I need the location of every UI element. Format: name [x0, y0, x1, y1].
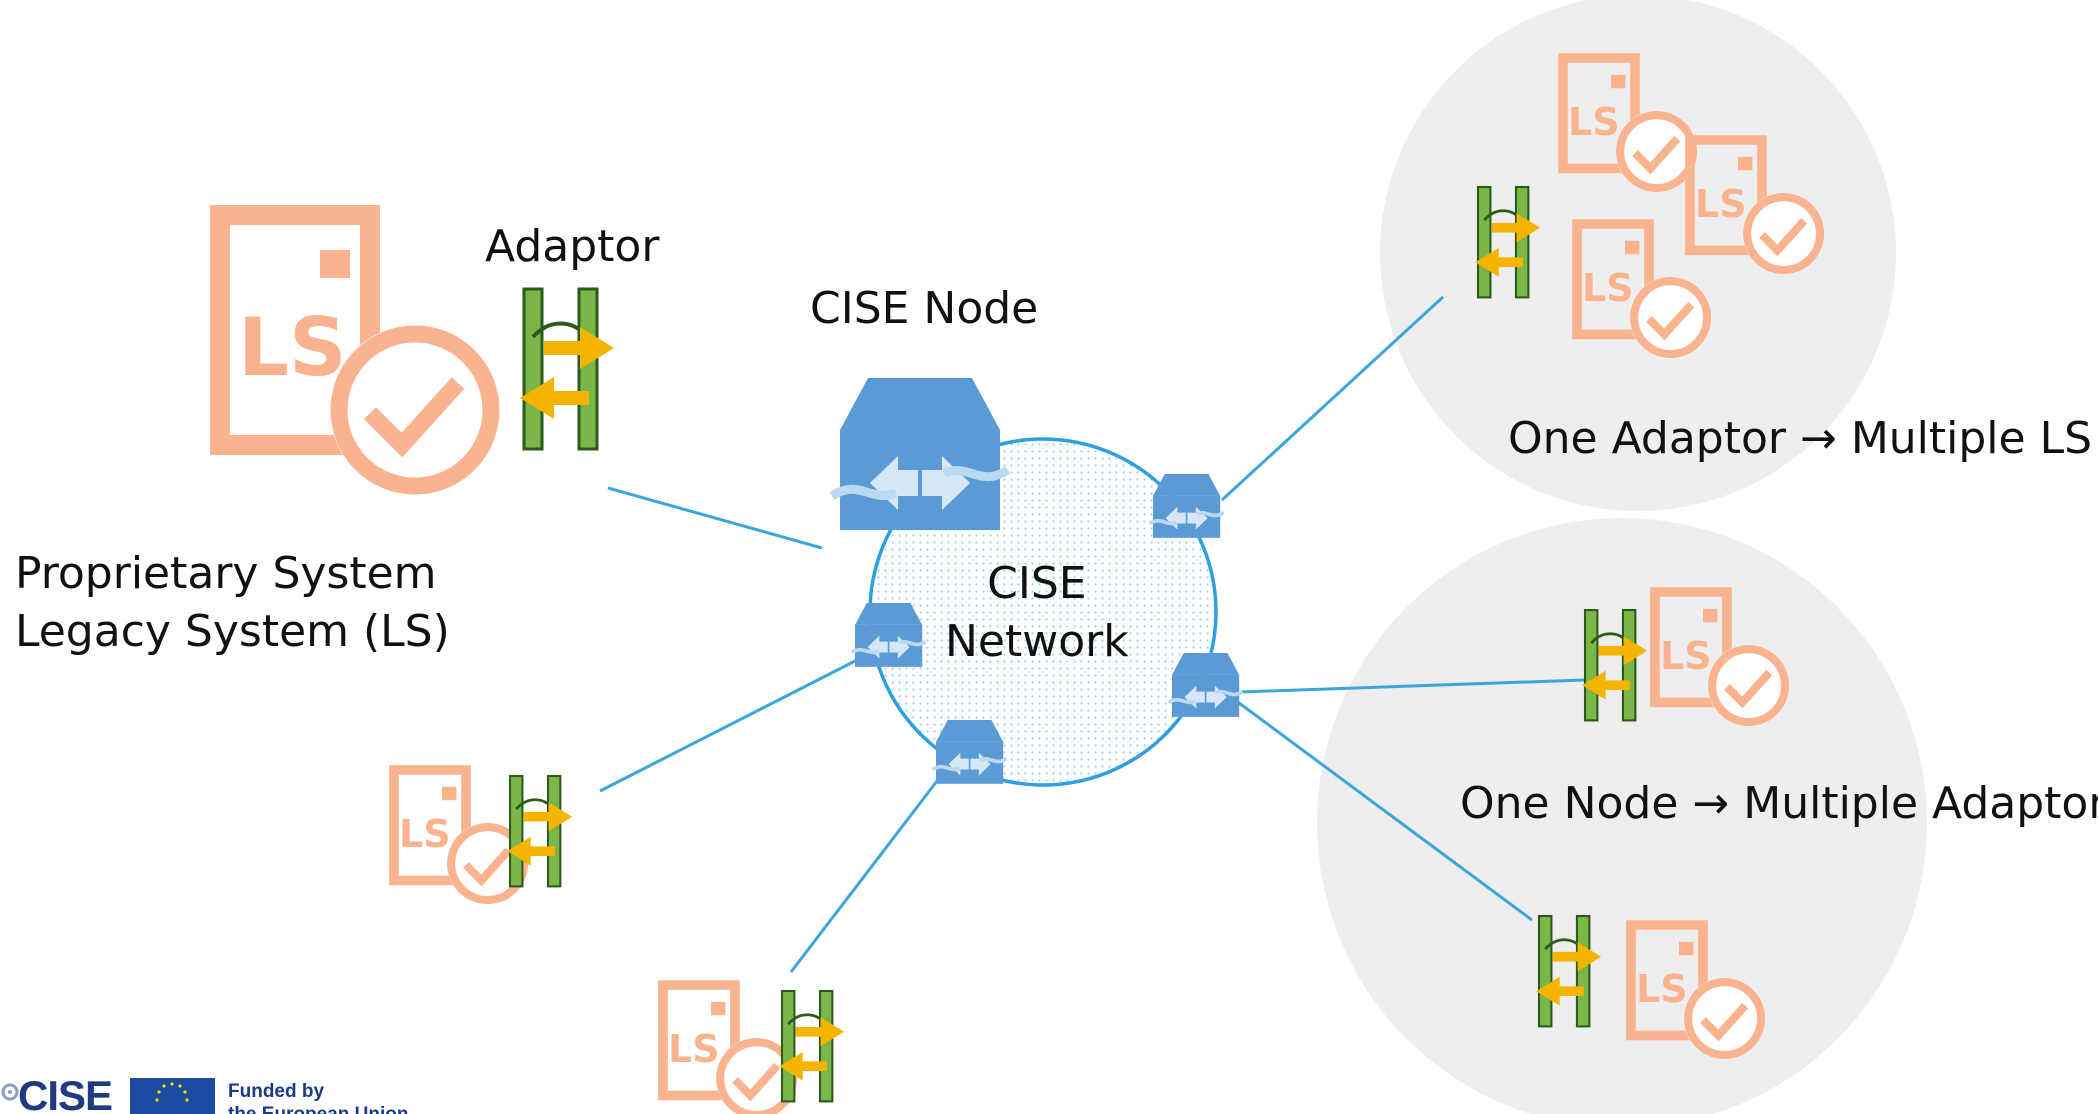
adaptor-icon — [518, 287, 616, 451]
one-adaptor-multiple-ls-label: One Adaptor → Multiple LS — [1508, 413, 2093, 464]
ls-icon-text: LS — [668, 1027, 720, 1071]
legacy-system-label: Proprietary System Legacy System (LS) — [15, 545, 450, 661]
one-node-multiple-adaptors-label: One Node → Multiple Adaptors — [1460, 778, 2098, 829]
ls-icon-text: LS — [1582, 266, 1634, 310]
connection-line — [789, 780, 939, 973]
ls-icon-text: LS — [399, 812, 451, 856]
cise-network-label: CISE Network — [945, 555, 1129, 671]
cise-logo-mark-icon — [1, 1083, 19, 1101]
network-node-icon — [849, 601, 928, 669]
connection-line — [607, 486, 823, 550]
adaptor-icon — [505, 774, 574, 888]
group-multiple-ls-background — [1380, 0, 1896, 511]
legacy-system-label-line1: Proprietary System — [15, 548, 437, 599]
ls-icon-text: LS — [1660, 634, 1712, 678]
legacy-system-label-line2: Legacy System (LS) — [15, 606, 450, 657]
ls-icon-text: LS — [1695, 182, 1747, 226]
ls-icon-text: LS — [1636, 967, 1688, 1011]
network-node-icon — [1166, 651, 1245, 719]
connection-line — [1239, 678, 1585, 694]
funded-by-line2: the European Union — [228, 1103, 409, 1114]
adaptor-icon — [777, 989, 846, 1103]
connection-line — [1220, 295, 1445, 502]
connection-lines — [599, 295, 1585, 973]
cise-network-label-line1: CISE — [987, 558, 1087, 609]
eu-stars-icon — [155, 1082, 189, 1102]
ls-icon-text: LS — [238, 301, 347, 394]
funded-by-line1: Funded by — [228, 1081, 325, 1102]
funded-by-eu-text: Funded by the European Union — [228, 1080, 409, 1114]
network-node-icon — [1147, 472, 1226, 540]
network-node-icon — [930, 718, 1009, 786]
cise-network-label-line2: Network — [945, 616, 1129, 667]
connection-line — [1234, 698, 1533, 922]
connection-line — [599, 658, 858, 793]
ls-icon-text: LS — [1568, 100, 1620, 144]
eu-flag-icon — [130, 1078, 215, 1114]
cise-node-label: CISE Node — [810, 283, 1039, 334]
cise-node-icon — [832, 378, 1008, 530]
adaptor-label: Adaptor — [485, 221, 660, 272]
cise-logo-text: CISE — [18, 1078, 113, 1114]
footer-logos: CISE Funded by the European Union — [0, 1078, 440, 1114]
